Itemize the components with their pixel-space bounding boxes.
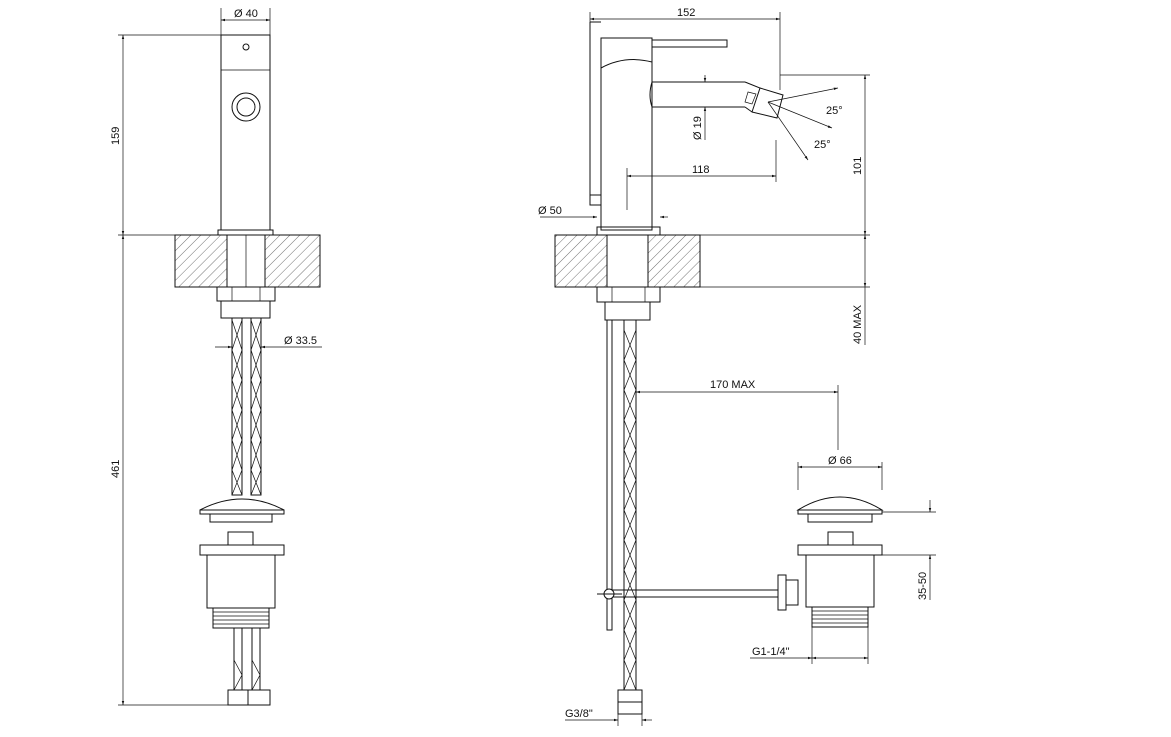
- dim-side-width: 152: [677, 7, 695, 19]
- dim-waste-height: 35-50: [917, 572, 929, 600]
- dim-angle-up: 25°: [826, 105, 843, 117]
- dim-front-height-upper: 159: [110, 127, 122, 145]
- dim-spout-height: 101: [852, 157, 864, 175]
- dim-waste-diameter: Ø 66: [828, 455, 852, 467]
- dim-hose-thread: G3/8": [565, 708, 593, 720]
- dim-waste-thread: G1-1/4": [752, 646, 790, 658]
- dim-front-diameter: Ø 40: [234, 8, 258, 20]
- side-view: 152 Ø 19 25° 25° 118 101 40 MAX: [538, 7, 936, 726]
- front-view: Ø 40 159 461 Ø 33.5: [110, 8, 322, 706]
- dim-spout-diameter: Ø 19: [692, 116, 704, 140]
- dim-hose-diameter: Ø 33.5: [284, 335, 317, 347]
- dim-angle-down: 25°: [814, 139, 831, 151]
- dim-spout-reach: 118: [692, 164, 710, 176]
- dim-front-height-total: 461: [110, 460, 122, 478]
- dim-base-diameter: Ø 50: [538, 205, 562, 217]
- dim-waste-distance: 170 MAX: [710, 379, 756, 391]
- dim-deck-thickness: 40 MAX: [852, 304, 864, 344]
